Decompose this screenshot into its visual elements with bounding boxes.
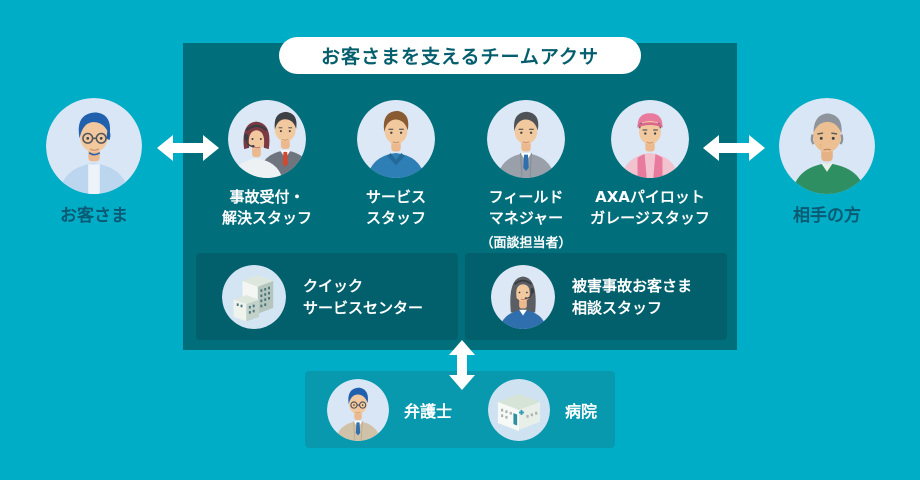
hospital-item: 病院 bbox=[488, 378, 598, 441]
lawyer-man-icon bbox=[327, 378, 389, 441]
service-staff-man-icon bbox=[357, 100, 435, 178]
consultation-woman-icon bbox=[491, 264, 555, 329]
office-buildings-icon bbox=[222, 264, 286, 329]
field-manager-man-icon bbox=[487, 100, 565, 178]
quick-service-center-box: クイック サービスセンター bbox=[196, 253, 458, 340]
staff-garage-label: AXAパイロット ガレージスタッフ bbox=[590, 188, 710, 227]
arrow-up-down-icon bbox=[449, 340, 475, 390]
staff-garage: AXAパイロット ガレージスタッフ bbox=[575, 100, 725, 229]
operator-and-suit-man-icon bbox=[228, 100, 306, 178]
arrow-left-right-icon bbox=[157, 135, 219, 161]
other-party-avatar bbox=[779, 98, 875, 194]
hospital-label: 病院 bbox=[565, 401, 598, 421]
lawyer-label: 弁護士 bbox=[404, 401, 453, 421]
customer-label: お客さま bbox=[60, 206, 128, 226]
quick-service-center-label: クイック サービスセンター bbox=[303, 276, 424, 317]
hospital-building-icon bbox=[488, 378, 551, 441]
customer-avatar bbox=[46, 98, 142, 194]
customer-man-icon bbox=[46, 98, 142, 194]
staff-field-manager: フィールド マネジャー （面談担当者） bbox=[451, 100, 601, 251]
other-party-label: 相手の方 bbox=[793, 206, 861, 226]
arrow-right-left-icon bbox=[703, 135, 765, 161]
lawyer-item: 弁護士 bbox=[327, 378, 453, 441]
staff-field-manager-note: （面談担当者） bbox=[480, 236, 572, 251]
staff-service-label: サービス スタッフ bbox=[365, 188, 426, 227]
other-party-man-icon bbox=[779, 98, 875, 194]
staff-accident-reception-label: 事故受付・ 解決スタッフ bbox=[221, 188, 312, 227]
staff-accident-reception: 事故受付・ 解決スタッフ bbox=[192, 100, 342, 229]
staff-field-manager-label: フィールド マネジャー bbox=[488, 188, 564, 227]
victim-consultation-box: 被害事故お客さま 相談スタッフ bbox=[465, 253, 727, 340]
staff-service: サービス スタッフ bbox=[321, 100, 471, 229]
panel-title: お客さまを支えるチームアクサ bbox=[279, 37, 641, 74]
garage-mechanic-icon bbox=[611, 100, 689, 178]
team-panel: お客さまを支えるチームアクサ bbox=[183, 37, 737, 350]
victim-consultation-label: 被害事故お客さま 相談スタッフ bbox=[572, 276, 693, 317]
